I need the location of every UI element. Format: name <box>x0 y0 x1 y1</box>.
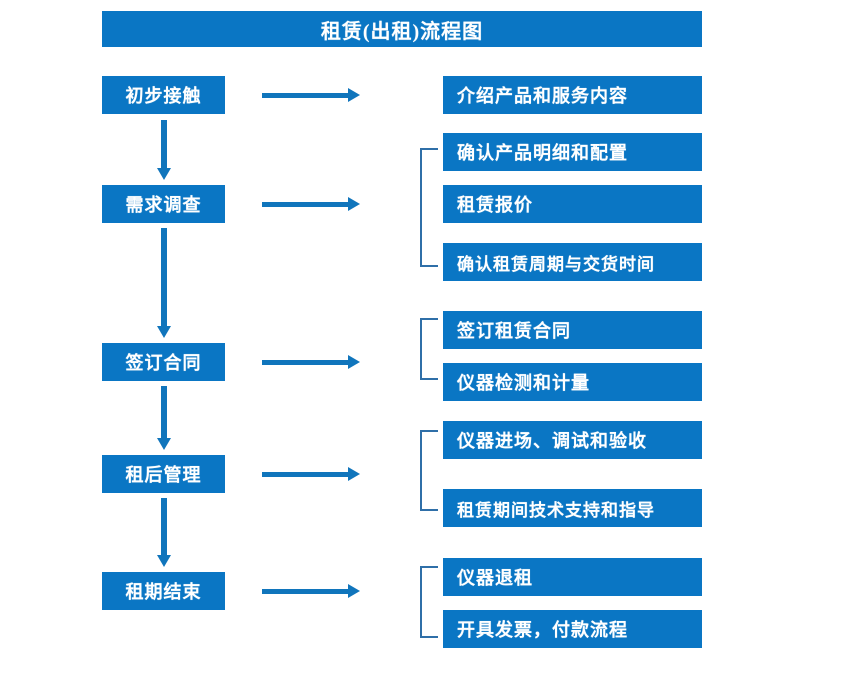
arrow-head <box>157 555 171 567</box>
detail-box[interactable]: 开具发票，付款流程 <box>443 610 702 648</box>
bracket-contract-details <box>420 318 438 380</box>
chart-title: 租赁(出租)流程图 <box>102 11 702 47</box>
detail-box[interactable]: 仪器退租 <box>443 558 702 596</box>
bracket-postrent-details <box>420 430 438 511</box>
arrow-shaft <box>161 498 167 556</box>
arrow-head <box>157 168 171 180</box>
arrow-shaft <box>161 386 167 439</box>
arrow-to-postrent-group-icon <box>262 467 360 481</box>
arrow-head <box>157 326 171 338</box>
arrow-to-end-group-icon <box>262 584 360 598</box>
arrow-contact-to-survey-icon <box>157 120 171 180</box>
detail-box[interactable]: 确认租赁周期与交货时间 <box>443 243 702 281</box>
bracket-end-details <box>420 566 438 638</box>
arrow-shaft <box>262 589 349 594</box>
stage-box[interactable]: 租后管理 <box>102 455 225 493</box>
detail-box[interactable]: 仪器进场、调试和验收 <box>443 421 702 459</box>
stage-box[interactable]: 初步接触 <box>102 76 225 114</box>
arrow-head <box>348 197 360 211</box>
stage-box[interactable]: 租期结束 <box>102 572 225 610</box>
detail-box[interactable]: 确认产品明细和配置 <box>443 133 702 171</box>
detail-box[interactable]: 租赁报价 <box>443 185 702 223</box>
arrow-shaft <box>161 228 167 327</box>
arrow-head <box>348 584 360 598</box>
arrow-shaft <box>161 120 167 169</box>
arrow-to-contract-group-icon <box>262 355 360 369</box>
bracket-survey-details <box>420 148 438 267</box>
stage-box[interactable]: 需求调查 <box>102 185 225 223</box>
arrow-shaft <box>262 472 349 477</box>
arrow-head <box>157 438 171 450</box>
arrow-contract-to-postrent-icon <box>157 386 171 450</box>
arrow-to-survey-group-icon <box>262 197 360 211</box>
detail-box[interactable]: 介绍产品和服务内容 <box>443 76 702 114</box>
arrow-head <box>348 355 360 369</box>
arrow-postrent-to-end-icon <box>157 498 171 567</box>
arrow-shaft <box>262 360 349 365</box>
arrow-to-intro-icon <box>262 88 360 102</box>
arrow-survey-to-contract-icon <box>157 228 171 338</box>
arrow-shaft <box>262 202 349 207</box>
arrow-head <box>348 88 360 102</box>
detail-box[interactable]: 租赁期间技术支持和指导 <box>443 489 702 527</box>
detail-box[interactable]: 仪器检测和计量 <box>443 363 702 401</box>
arrow-shaft <box>262 93 349 98</box>
detail-box[interactable]: 签订租赁合同 <box>443 311 702 349</box>
stage-box[interactable]: 签订合同 <box>102 343 225 381</box>
arrow-head <box>348 467 360 481</box>
